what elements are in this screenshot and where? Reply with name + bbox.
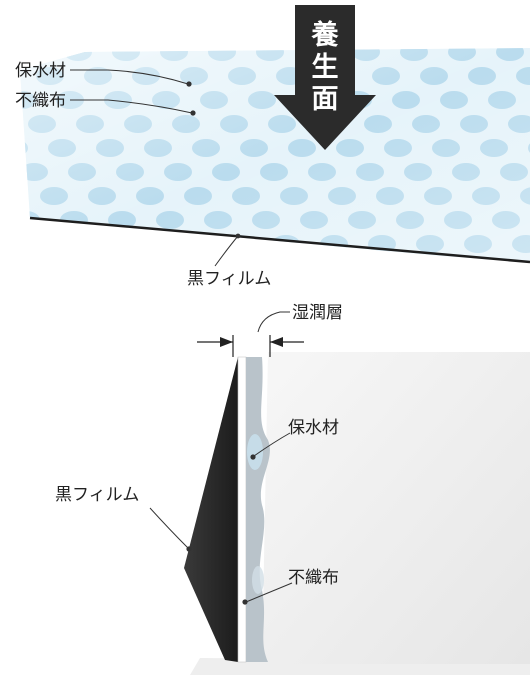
arrow-char-1: 養 xyxy=(311,19,340,51)
label-nonwoven-side: 不織布 xyxy=(288,568,339,588)
water-retention-layer xyxy=(246,357,270,662)
leader-nonwoven-top xyxy=(70,99,193,114)
black-film-layer xyxy=(184,357,238,662)
top-sheet xyxy=(0,48,530,264)
arrow-char-2: 生 xyxy=(312,52,339,83)
water-retention-dot xyxy=(20,139,28,157)
black-film-edge xyxy=(29,216,530,264)
arrow-icon xyxy=(274,5,376,150)
water-retention-dot xyxy=(0,235,12,253)
curing-surface-arrow: 養 生 面 xyxy=(274,5,376,150)
cross-section: 湿潤層 保水材 黒フィルム 不織布 xyxy=(55,303,530,675)
water-retention-dot xyxy=(128,235,156,253)
water-retention-dot xyxy=(20,48,44,61)
arrow-char-3: 面 xyxy=(312,84,339,115)
leader-black-film-side xyxy=(149,507,189,549)
water-retention-dot xyxy=(176,235,204,253)
nonwoven-layer xyxy=(237,356,247,663)
label-water-retention-side: 保水材 xyxy=(288,418,339,438)
label-water-retention-top: 保水材 xyxy=(15,61,66,81)
water-retention-dot xyxy=(0,187,20,205)
water-retention-dot xyxy=(80,235,108,253)
label-black-film-side: 黒フィルム xyxy=(55,485,139,505)
leader-water-retention-top xyxy=(70,69,189,85)
leader-water-retention-side xyxy=(253,432,291,457)
label-nonwoven-top: 不織布 xyxy=(15,91,66,111)
leader-black-film-top xyxy=(214,235,239,267)
label-wet-layer: 湿潤層 xyxy=(292,303,343,323)
water-retention-dot xyxy=(32,235,60,253)
concrete-body xyxy=(262,352,530,664)
label-black-film-top: 黒フィルム xyxy=(187,269,271,289)
top-labels: 保水材 不織布 黒フィルム xyxy=(15,61,271,289)
leader-wet-layer xyxy=(257,311,290,333)
leader-nonwoven-side xyxy=(245,582,293,603)
